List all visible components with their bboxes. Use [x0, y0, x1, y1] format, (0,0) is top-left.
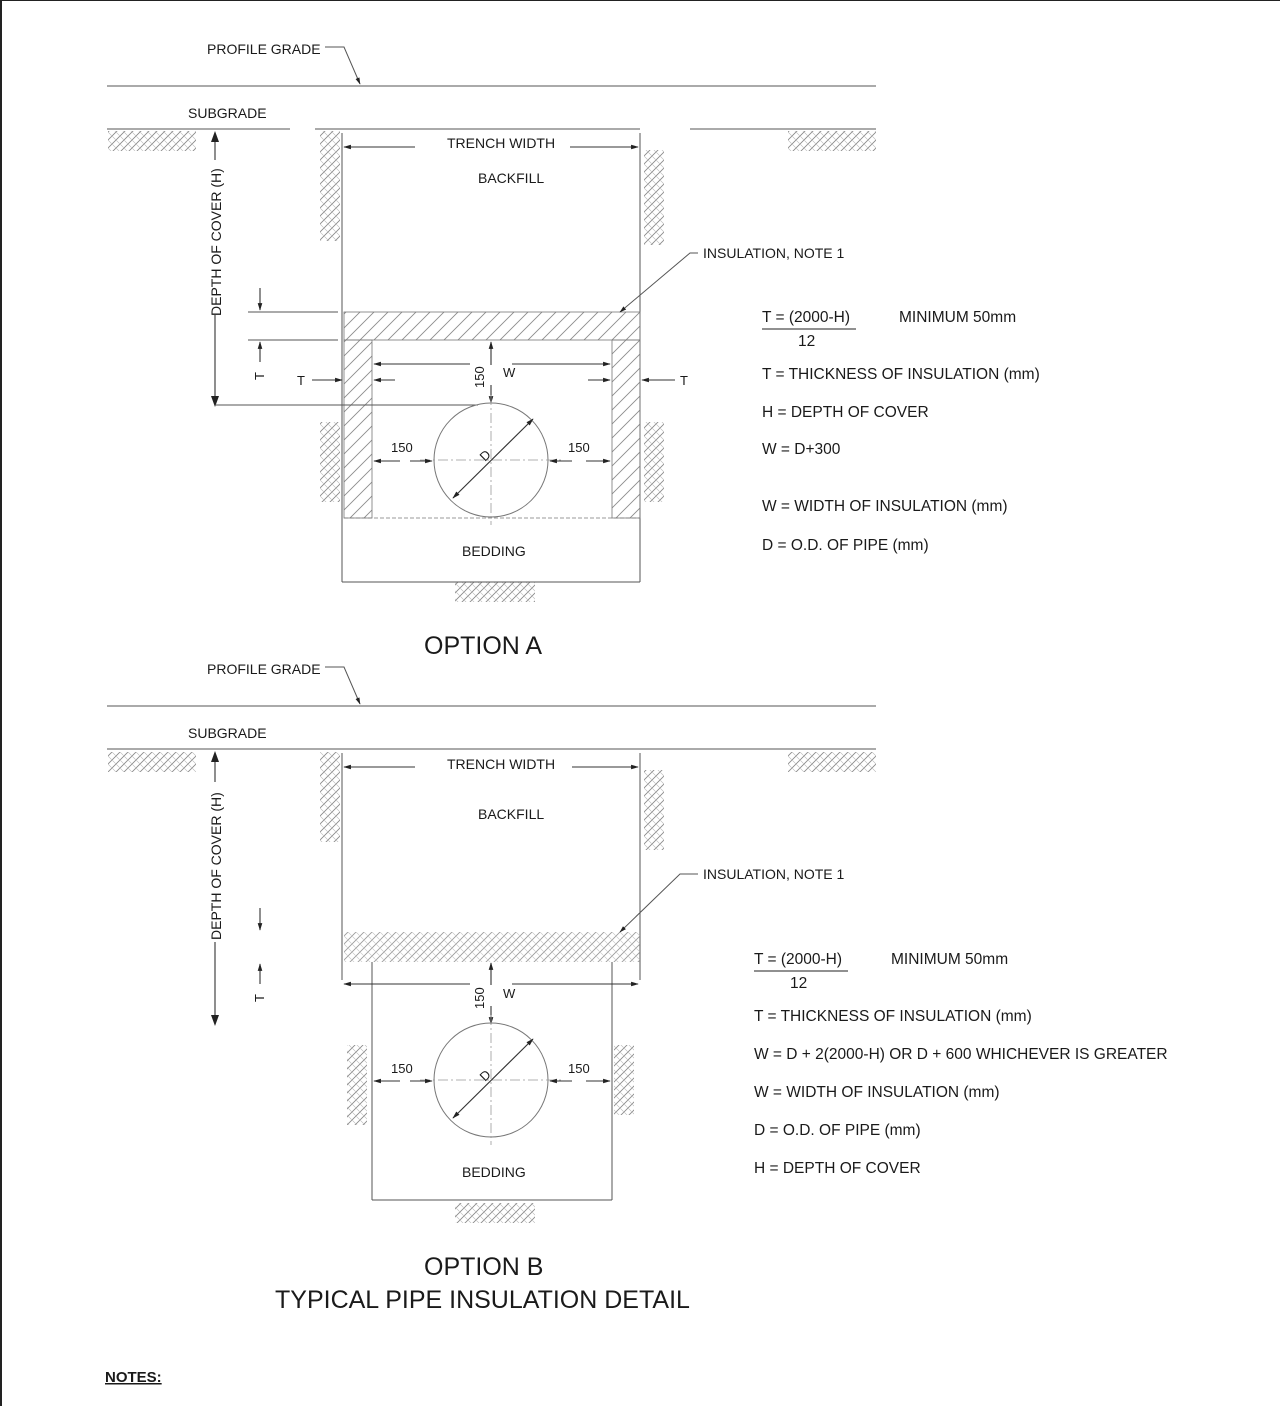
- formula-t-denominator: 12: [790, 975, 807, 992]
- w-label: W: [503, 365, 516, 380]
- notes-heading: NOTES:: [105, 1369, 162, 1386]
- soil-hatch: [455, 582, 535, 602]
- soil-hatch: [108, 131, 196, 151]
- profile-grade-leader: [325, 46, 361, 85]
- t-label-left: T: [297, 373, 305, 388]
- formula-minimum: MINIMUM 50mm: [899, 309, 1016, 326]
- soil-hatch: [644, 422, 664, 502]
- insulation-leader: [619, 873, 698, 933]
- profile-grade-label: PROFILE GRADE: [207, 661, 321, 677]
- insulation-note-label: INSULATION, NOTE 1: [703, 866, 845, 882]
- subgrade-label: SUBGRADE: [188, 105, 267, 121]
- legend-line: W = WIDTH OF INSULATION (mm): [762, 498, 1008, 515]
- t-label-vertical: T: [252, 994, 267, 1002]
- bedding-label: BEDDING: [462, 543, 526, 559]
- soil-hatch: [320, 131, 340, 241]
- subgrade-label: SUBGRADE: [188, 725, 267, 741]
- insulation-side-right: [611, 339, 641, 519]
- w-label: W: [503, 986, 516, 1001]
- soil-hatch: [614, 1045, 634, 1115]
- legend-line: D = O.D. OF PIPE (mm): [754, 1122, 921, 1139]
- soil-hatch: [788, 752, 876, 772]
- trench-width-label: TRENCH WIDTH: [447, 756, 555, 772]
- trench-width-label: TRENCH WIDTH: [447, 135, 555, 151]
- insulation-slab: [344, 932, 640, 962]
- legend-line: W = D+300: [762, 441, 841, 458]
- depth-of-cover-label: DEPTH OF COVER (H): [208, 168, 224, 316]
- clearance-150-left: 150: [391, 1061, 413, 1076]
- soil-hatch: [788, 131, 876, 151]
- option-a-title: OPTION A: [424, 632, 542, 660]
- insulation-note-label: INSULATION, NOTE 1: [703, 245, 845, 261]
- formula-minimum: MINIMUM 50mm: [891, 951, 1008, 968]
- pipe-diameter-dimension: [452, 1038, 534, 1119]
- legend-line: T = THICKNESS OF INSULATION (mm): [762, 366, 1040, 383]
- legend-line: T = THICKNESS OF INSULATION (mm): [754, 1008, 1032, 1025]
- clearance-150-top: 150: [472, 366, 487, 388]
- backfill-label: BACKFILL: [478, 806, 544, 822]
- legend-line: H = DEPTH OF COVER: [762, 404, 929, 421]
- formula-t-numerator: T = (2000-H): [762, 309, 850, 326]
- soil-hatch: [347, 1045, 367, 1125]
- pipe-diameter-dimension: [452, 418, 534, 499]
- option-b-section: PROFILE GRADE SUBGRADE TRENCH WIDTH BACK…: [107, 661, 1168, 1281]
- legend-line: W = WIDTH OF INSULATION (mm): [754, 1084, 1000, 1101]
- bedding-label: BEDDING: [462, 1164, 526, 1180]
- legend-line: D = O.D. OF PIPE (mm): [762, 537, 929, 554]
- soil-hatch: [320, 422, 340, 502]
- soil-hatch: [455, 1203, 535, 1223]
- soil-hatch: [108, 752, 196, 772]
- soil-hatch: [320, 752, 340, 842]
- profile-grade-leader: [325, 666, 361, 705]
- t-label-vertical: T: [252, 372, 267, 380]
- depth-label-mask: [205, 782, 225, 942]
- formula-t-denominator: 12: [798, 333, 815, 350]
- legend-line: W = D + 2(2000-H) OR D + 600 WHICHEVER I…: [754, 1046, 1168, 1063]
- insulation-top: [343, 311, 641, 341]
- clearance-150-right: 150: [568, 1061, 590, 1076]
- legend-line: H = DEPTH OF COVER: [754, 1160, 921, 1177]
- depth-label-mask: [205, 160, 225, 315]
- insulation-leader: [619, 252, 698, 313]
- option-b-title: OPTION B: [424, 1253, 543, 1281]
- insulation-side-left: [343, 339, 373, 519]
- clearance-150-right: 150: [568, 440, 590, 455]
- option-a-section: PROFILE GRADE SUBGRADE TRENCH WIDTH BACK…: [107, 41, 1040, 660]
- soil-hatch: [644, 770, 664, 850]
- clearance-150-top: 150: [472, 987, 487, 1009]
- soil-hatch: [644, 150, 664, 245]
- formula-t-numerator: T = (2000-H): [754, 951, 842, 968]
- backfill-label: BACKFILL: [478, 170, 544, 186]
- clearance-150-left: 150: [391, 440, 413, 455]
- t-label-right: T: [680, 373, 688, 388]
- drawing-title: TYPICAL PIPE INSULATION DETAIL: [275, 1286, 690, 1314]
- profile-grade-label: PROFILE GRADE: [207, 41, 321, 57]
- depth-of-cover-label: DEPTH OF COVER (H): [208, 792, 224, 940]
